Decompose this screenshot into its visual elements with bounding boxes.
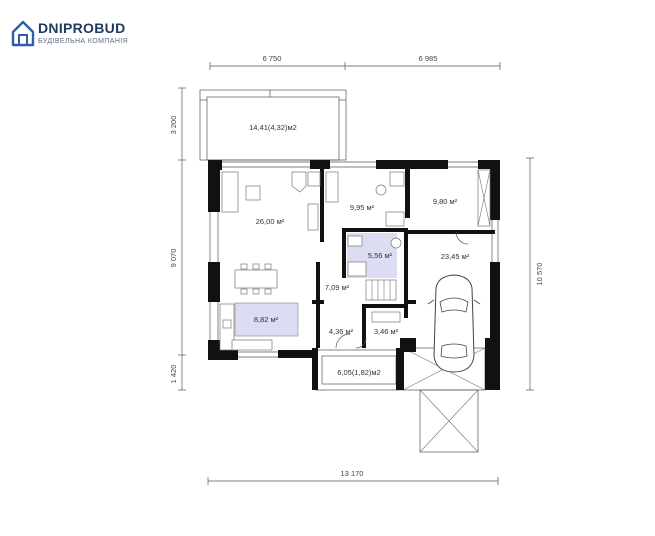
dim-top-left: 6 750 xyxy=(263,54,282,63)
house-outline-icon xyxy=(11,20,35,47)
room-entry-area: 4,36 м² xyxy=(329,327,354,336)
room-storage-area: 3,46 м² xyxy=(374,327,399,336)
kitchen-island xyxy=(234,302,299,337)
room-kitchen-area: 8,82 м² xyxy=(254,315,279,324)
dim-left-bottom: 1 420 xyxy=(169,365,178,384)
dim-top-right: 6 985 xyxy=(419,54,438,63)
room-hall-area: 7,09 м² xyxy=(325,283,350,292)
car-icon xyxy=(427,274,481,373)
room-living-area: 26,00 м² xyxy=(256,217,285,226)
dim-bottom: 13 170 xyxy=(341,469,364,478)
room-garage-area: 23,45 м² xyxy=(441,252,470,261)
company-logo: DNIPROBUD БУДІВЕЛЬНА КОМПАНІЯ xyxy=(10,18,190,52)
logo-brand-name: DNIPROBUD xyxy=(38,20,126,36)
outer-walls xyxy=(208,160,500,390)
room-porch-area: 6,05(1,82)м2 xyxy=(337,368,381,377)
terrace xyxy=(199,89,347,161)
driveway xyxy=(419,389,479,453)
room-office-area: 9,95 м² xyxy=(350,203,375,212)
room-bedroom-area: 9,80 м² xyxy=(433,197,458,206)
furniture xyxy=(219,169,491,351)
dim-left-middle: 9 070 xyxy=(169,249,178,268)
dimension-lines xyxy=(178,62,534,485)
dim-left-top: 3 200 xyxy=(169,116,178,135)
room-bathroom-area: 5,56 м² xyxy=(368,251,393,260)
logo-tagline: БУДІВЕЛЬНА КОМПАНІЯ xyxy=(38,38,129,45)
windows xyxy=(209,161,499,358)
interior-walls xyxy=(312,168,495,348)
room-terrace-area: 14,41(4,32)м2 xyxy=(249,123,297,132)
dim-right: 10 570 xyxy=(535,263,544,286)
